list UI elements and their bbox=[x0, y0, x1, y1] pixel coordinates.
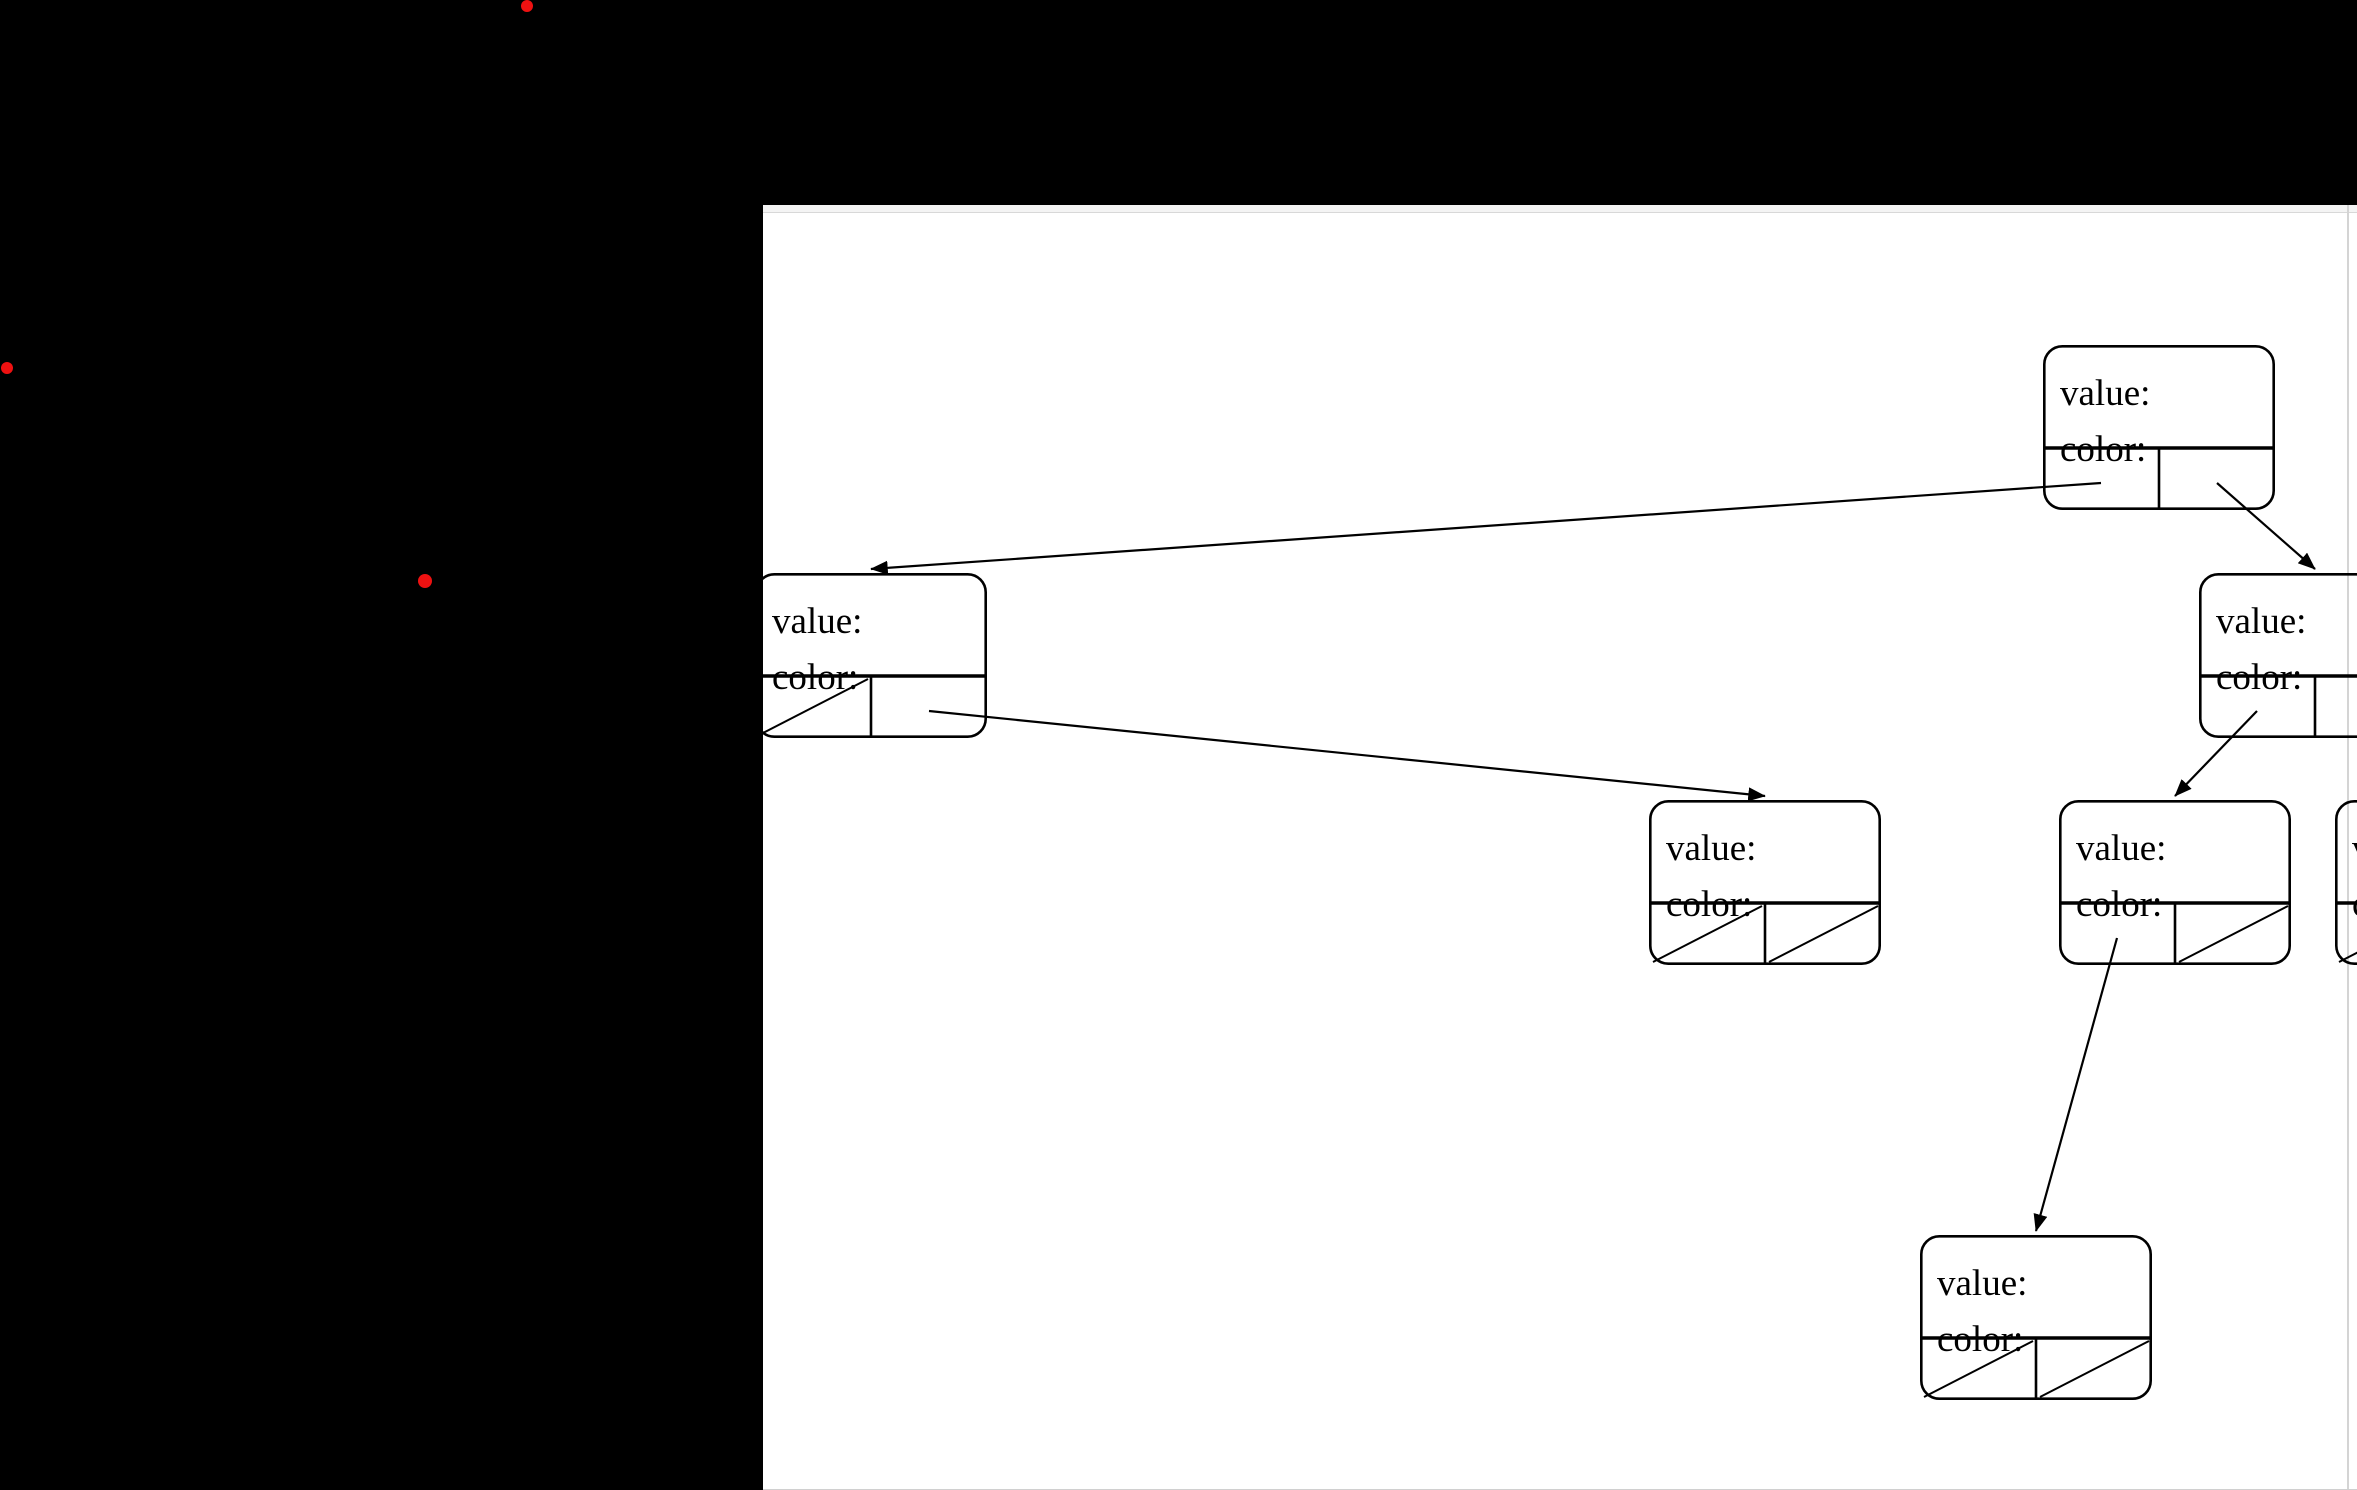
panel-top-strip bbox=[763, 205, 2357, 213]
node-layer bbox=[763, 345, 2357, 1401]
tree-edge-root-left bbox=[870, 481, 2102, 575]
node-value-label: value: bbox=[2216, 601, 2307, 642]
node-color-label: color: bbox=[2216, 657, 2303, 698]
node-color-label: color: bbox=[1937, 1319, 2024, 1360]
node-color-label: color: bbox=[2060, 429, 2147, 470]
tree-node-left-child[interactable] bbox=[763, 573, 987, 738]
tree-node-right-child[interactable] bbox=[2199, 573, 2357, 738]
node-color-label: color: bbox=[2076, 884, 2163, 925]
tree-node-root[interactable] bbox=[2043, 345, 2276, 510]
cursor-dot-1 bbox=[521, 0, 533, 12]
node-color-label: color: bbox=[2352, 886, 2357, 923]
node-value-label: value: bbox=[2076, 828, 2167, 869]
tree-edge-right-child-left bbox=[2174, 710, 2258, 797]
null-pointer-slash-right bbox=[1768, 905, 1879, 963]
tree-edge-left-child-right bbox=[928, 709, 1766, 802]
tree-node-leaf-d[interactable] bbox=[1920, 1235, 2153, 1401]
diagram-panel[interactable]: value: color: value: color: value: color: valu… bbox=[763, 205, 2357, 1490]
tree-node-leaf-a[interactable] bbox=[1648, 799, 1881, 965]
null-pointer-slash-left bbox=[1652, 905, 1763, 963]
null-pointer-slash-right bbox=[2178, 905, 2289, 963]
tree-edge-inner-b-left bbox=[2033, 937, 2119, 1232]
node-color-label: color: bbox=[1666, 884, 1753, 925]
tree-edge-root-right bbox=[2216, 482, 2316, 570]
cursor-dot-3 bbox=[418, 574, 432, 588]
null-pointer-slash-right bbox=[2039, 1340, 2150, 1398]
tree-diagram bbox=[763, 345, 2357, 1401]
node-value-label: value: bbox=[772, 601, 863, 642]
vertical-scrollbar[interactable] bbox=[2347, 205, 2349, 1490]
node-value-label: value: bbox=[1937, 1263, 2028, 1304]
edge-layer bbox=[870, 481, 2316, 1232]
tree-node-leaf-c[interactable] bbox=[2335, 800, 2357, 965]
node-value-label: value: bbox=[1666, 828, 1757, 869]
tree-node-inner-b[interactable] bbox=[2059, 799, 2292, 965]
null-pointer-slash-left bbox=[763, 678, 869, 735]
node-value-label: value: bbox=[2352, 830, 2357, 867]
cursor-dot-2 bbox=[1, 362, 13, 374]
node-color-label: color: bbox=[772, 657, 859, 698]
node-value-label: value: bbox=[2060, 373, 2151, 414]
null-pointer-slash-left bbox=[1923, 1340, 2034, 1398]
